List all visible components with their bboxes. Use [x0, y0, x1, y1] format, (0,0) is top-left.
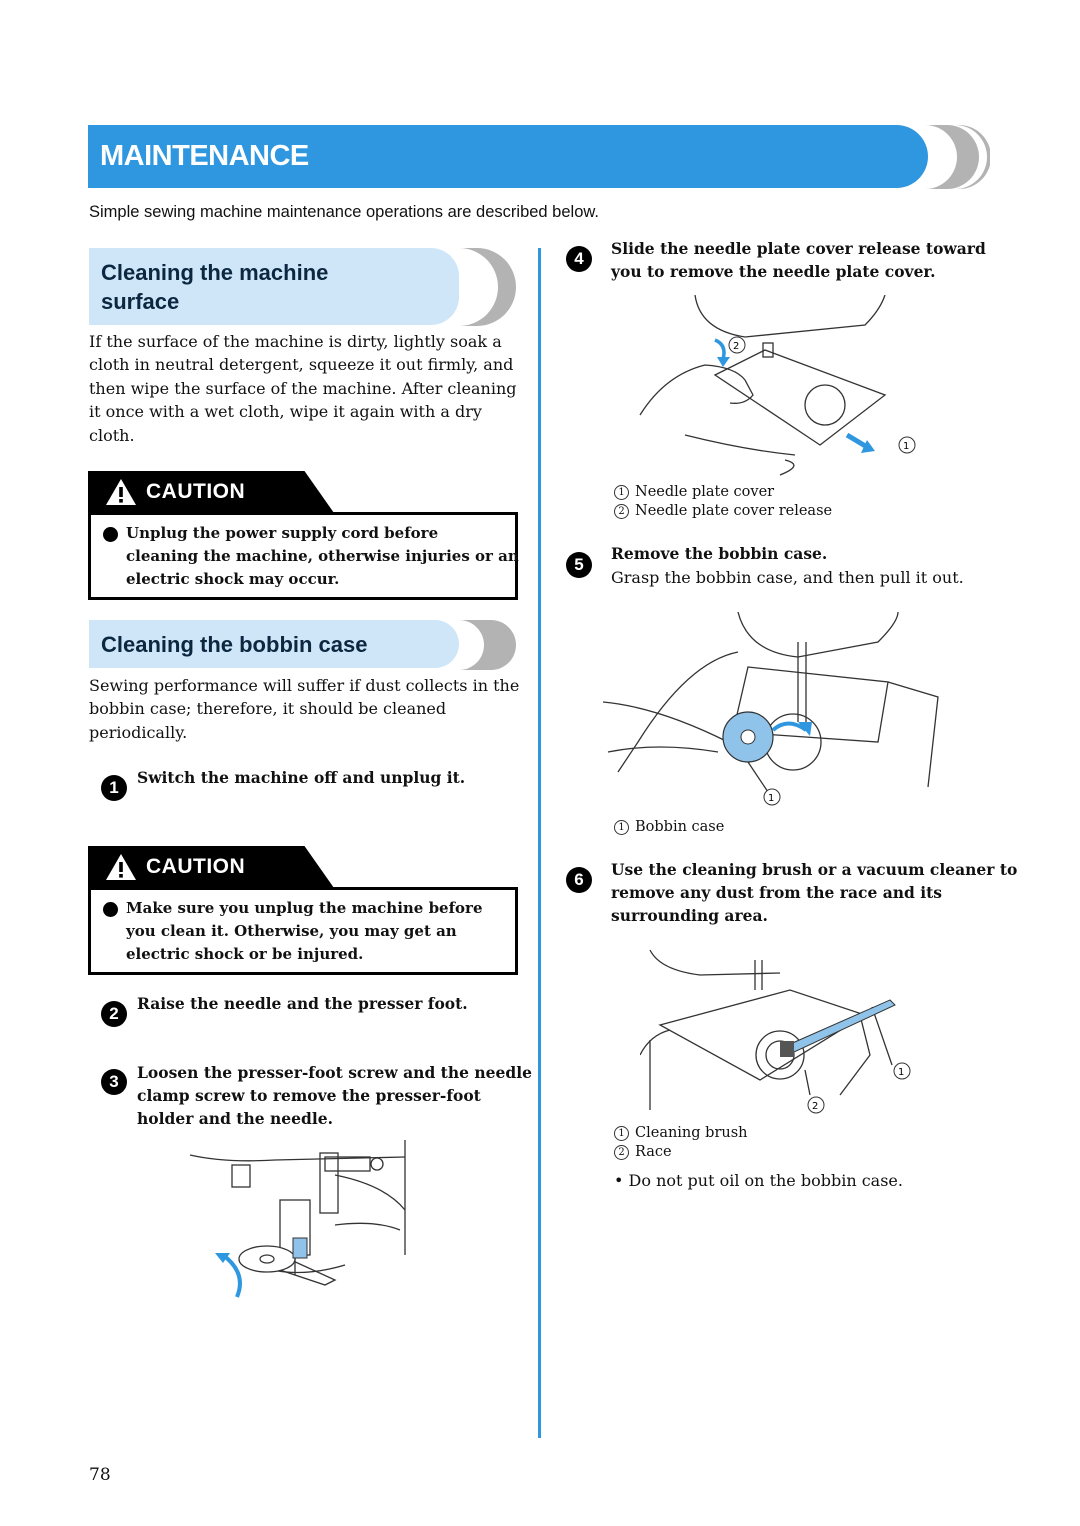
bullet-icon — [103, 902, 118, 917]
caution-box — [88, 512, 518, 600]
caution-label: CAUTION — [146, 480, 246, 503]
caution-label: CAUTION — [146, 855, 246, 878]
svg-text:2: 2 — [812, 1101, 818, 1112]
section-header-bg — [89, 248, 459, 325]
note-text: • Do not put oil on the bobbin case. — [614, 1171, 903, 1190]
warning-triangle-icon — [106, 479, 136, 505]
step-6-number: 6 — [566, 867, 592, 893]
section-title-surface: Cleaning the machine surface — [101, 260, 329, 314]
section-surface-paragraph: If the surface of the machine is dirty, … — [89, 332, 517, 445]
page-title: MAINTENANCE — [100, 140, 309, 172]
warning-triangle-icon — [106, 854, 136, 880]
presser-foot-illustration — [189, 1140, 406, 1298]
step-3-text: Loosen the presser-foot screw and the ne… — [137, 1063, 532, 1128]
section-bobbin-paragraph: Sewing performance will suffer if dust c… — [89, 676, 520, 742]
step-4-number: 4 — [566, 246, 592, 272]
caution-text: Make sure you unplug the machine before … — [126, 899, 483, 963]
step-3-number: 3 — [101, 1069, 127, 1095]
section-header-bg — [89, 620, 459, 668]
section-title-bobbin: Cleaning the bobbin case — [101, 632, 368, 657]
page-number: 78 — [89, 1465, 111, 1485]
svg-text:1: 1 — [768, 793, 774, 804]
step-2-text: Raise the needle and the presser foot. — [137, 994, 468, 1013]
caution-tab — [88, 471, 334, 513]
step-5-number: 5 — [566, 552, 592, 578]
caution-text: Unplug the power supply cord before clea… — [126, 524, 519, 588]
chevron-decoration-icon — [459, 620, 516, 670]
step-4-text: Slide the needle plate cover release tow… — [611, 239, 986, 281]
step-5-subtext: Grasp the bobbin case, and then pull it … — [611, 568, 964, 587]
svg-text:2: 2 — [733, 341, 739, 352]
step-1-text: Switch the machine off and unplug it. — [137, 768, 466, 787]
step-1-number: 1 — [101, 775, 127, 801]
chevron-decoration-icon — [459, 248, 516, 326]
intro-text: Simple sewing machine maintenance operat… — [89, 203, 599, 221]
chevron-decoration-icon — [925, 125, 990, 189]
step-5-text: Remove the bobbin case. — [611, 544, 828, 563]
svg-text:1: 1 — [903, 441, 909, 452]
caution-box — [88, 887, 518, 975]
title-banner — [88, 125, 928, 188]
bullet-icon — [103, 527, 118, 542]
step-2-number: 2 — [101, 1001, 127, 1027]
cleaning-brush-illustration: 1 2 — [640, 949, 911, 1114]
bobbin-case-illustration: 1 — [602, 612, 939, 806]
caution-tab — [88, 846, 334, 888]
step-6-text: Use the cleaning brush or a vacuum clean… — [611, 860, 1018, 925]
needle-plate-cover-illustration: 2 1 — [639, 295, 916, 476]
column-divider — [538, 248, 541, 1438]
svg-text:1: 1 — [898, 1067, 904, 1078]
